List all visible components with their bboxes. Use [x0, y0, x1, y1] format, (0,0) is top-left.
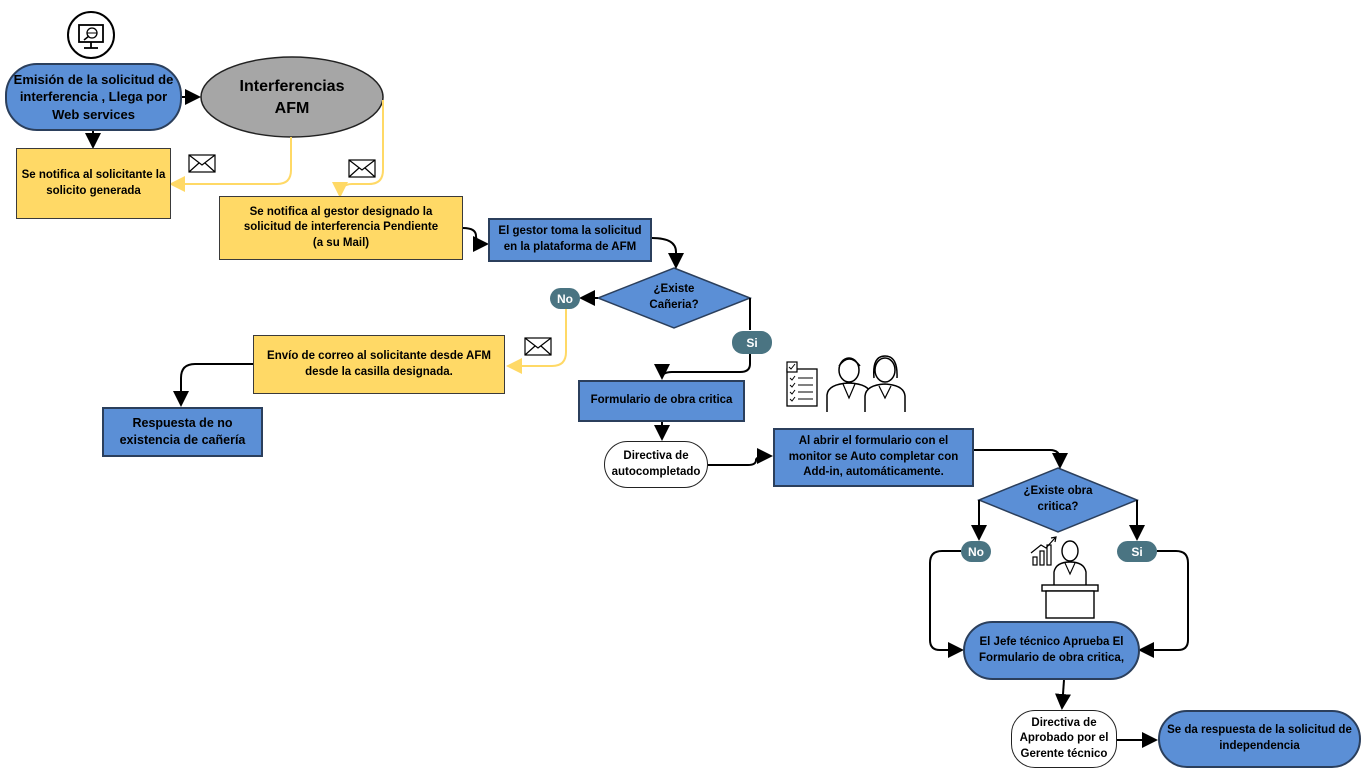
directiva-aprobado-node: Directiva de Aprobado por el Gerente téc…	[1011, 710, 1117, 768]
envelope-icon	[188, 154, 216, 173]
envio-correo-node: Envío de correo al solicitante desde AFM…	[253, 335, 505, 394]
si-badge: Si	[1117, 541, 1157, 562]
arrow-si-formulario	[654, 354, 751, 380]
directiva-auto-node: Directiva de autocompletado	[604, 441, 708, 488]
formulario-node: Formulario de obra critica	[578, 380, 745, 422]
arrow-envio-respuesta	[173, 363, 253, 407]
gestor-toma-node: El gestor toma la solicitud en la plataf…	[488, 218, 652, 262]
respuesta-final-node: Se da respuesta de la solicitud de indep…	[1158, 710, 1361, 768]
existe-obra-diamond	[977, 467, 1139, 533]
abrir-formulario-node: Al abrir el formulario con el monitor se…	[773, 428, 974, 487]
team-icon	[826, 355, 906, 412]
envelope-icon	[348, 159, 376, 178]
checklist-icon	[786, 361, 818, 407]
no-badge: No	[550, 288, 580, 309]
notifica-solicitante-node: Se notifica al solicitante la solicito g…	[16, 148, 171, 219]
notify-line-envio	[506, 308, 567, 374]
notify-line-gestor	[332, 100, 384, 198]
monitor-globe-icon	[67, 11, 115, 59]
notify-line-solicitante	[169, 137, 292, 192]
arrow-abrir-diamond	[974, 449, 1068, 469]
existe-obra-label: ¿Existe obra critica?	[1023, 485, 1093, 513]
presenter-chart-icon	[1030, 536, 1099, 619]
no-badge: No	[961, 541, 991, 562]
arrow-si-jefe	[1138, 550, 1189, 658]
jefe-aprueba-node: El Jefe técnico Aprueba El Formulario de…	[963, 621, 1140, 680]
si-badge: Si	[732, 331, 772, 354]
arrow-jefe-directiva	[1055, 679, 1071, 710]
respuesta-no-node: Respuesta de no existencia de cañería	[102, 407, 263, 457]
arrow-notifica-gestor	[462, 227, 489, 252]
emision-node: Emisión de la solicitud de interferencia…	[5, 63, 182, 131]
arrow-gestor-diamond	[651, 237, 684, 269]
notifica-gestor-node: Se notifica al gestor designado la solic…	[219, 196, 463, 260]
interferencias-node: Interferencias AFM	[239, 78, 345, 117]
existe-caneria-label: ¿Existe Cañeria?	[649, 283, 699, 311]
existe-caneria-diamond	[595, 267, 753, 329]
arrow-directiva-abrir	[708, 448, 773, 466]
arrow-no-jefe	[929, 550, 964, 658]
envelope-icon	[524, 337, 552, 356]
